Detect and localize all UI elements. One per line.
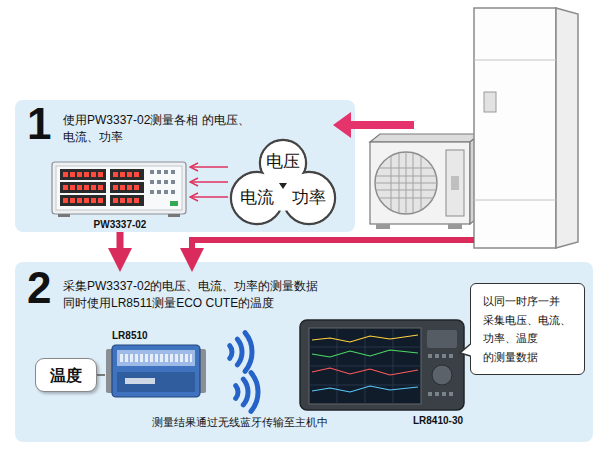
device-label: PW3337-02 [50, 218, 190, 232]
flow-arrow [117, 232, 124, 262]
fan-grill-bars [375, 152, 437, 214]
sensor-box: 温度 [35, 358, 97, 392]
unit-handle [451, 176, 459, 190]
measurement-cloud: 电压电流功率 [228, 138, 338, 226]
step-panel: 1 使用PW3337-02测量各相 的电压、电流、功率 PW3337-02 电压电流功… [15, 100, 355, 232]
power-meter-device: PW3337-02 [50, 158, 190, 232]
cloud-outline [228, 138, 338, 226]
unit-top [370, 134, 480, 142]
step-panel: 2 采集PW3337-02的电压、电流、功率的测量数据 同时使用LR8511测量E… [15, 262, 593, 442]
flow-line [192, 240, 474, 250]
unit-foot [376, 224, 390, 229]
step-description: 采集PW3337-02的电压、电流、功率的测量数据 同时使用LR8511测量EC… [63, 278, 363, 312]
tank-front [474, 8, 556, 248]
tank-seam [474, 60, 556, 200]
device-label: LR8510 [112, 329, 148, 343]
callout-box: 以同一时序一并 采集电压、电流、 功率、温度 的测量数据 [470, 283, 585, 375]
quantity-text: 电流 [240, 187, 274, 210]
unit-side [470, 134, 480, 224]
flow-arrow-shaft [349, 121, 414, 129]
callout-text: 以同一时序一并 采集电压、电流、 功率、温度 的测量数据 [483, 292, 583, 367]
logger-unit: LR8510 [105, 328, 207, 404]
unit-front [370, 142, 470, 224]
unit-foot [448, 224, 462, 229]
fan-grill [375, 152, 437, 214]
step-number: 2 [27, 266, 51, 310]
step-description: 使用PW3337-02测量各相 的电压、电流、功率 [63, 112, 253, 146]
quantity-text: 功率 [292, 187, 326, 210]
data-logger-device: LR8410-30 [298, 316, 468, 428]
transfer-note: 测量结果通过无线蓝牙传输至主机中 [152, 415, 328, 430]
quantity-text: 电压 [266, 151, 300, 174]
sensor-text: 温度 [36, 365, 96, 387]
device-label: LR8410-30 [298, 414, 463, 428]
step-number: 1 [27, 102, 51, 146]
cloud-center-mark [279, 183, 287, 189]
tank-side [556, 8, 578, 248]
unit-service-panel [446, 150, 464, 216]
tank-control-panel [484, 92, 496, 112]
